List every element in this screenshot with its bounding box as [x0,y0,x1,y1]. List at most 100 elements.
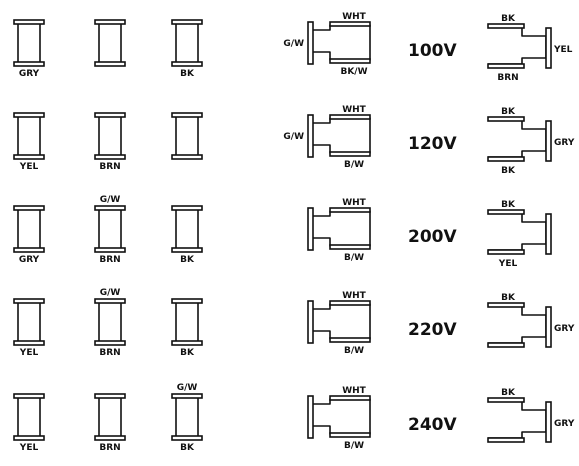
jumper-body [98,396,122,438]
jumper-bottom-bar [94,247,126,253]
tee-top-label: WHT [342,291,366,301]
voltage-label: 120V [408,134,457,154]
jumper-top-bar [171,205,203,211]
tee-side-label: GRY [554,138,575,148]
tee-body [488,212,547,251]
jumper-block: BRN [94,393,126,453]
tee-side-bar [307,21,314,65]
jumper-block: BRN [94,112,126,172]
jumper-bottom-label: BRN [99,162,120,172]
jumper-body [17,301,41,343]
tee-top-bar [329,300,371,306]
tee-top-label: WHT [342,386,366,396]
jumper-bottom-label: YEL [19,348,39,358]
jumper-top-bar [94,298,126,304]
tee-top-bar [487,397,525,403]
jumper-top-bar [94,112,126,118]
tee-bottom-label: B/W [344,346,364,356]
jumper-top-label: G/W [177,383,198,393]
voltage-label: 220V [408,320,457,340]
tee-body [312,303,371,340]
jumper-top-label: G/W [100,195,121,205]
tee-top-label: BK [501,293,516,303]
tee-bottom-label: BRN [497,73,518,83]
tee-bottom-bar [487,249,525,255]
jumper-body [98,208,122,250]
jumper-top-label: G/W [100,288,121,298]
jumper-body [175,208,199,250]
jumper-top-bar [94,393,126,399]
tee-body [488,305,547,344]
tee-body [312,24,371,61]
tee-side-bar [545,120,552,162]
tee-bottom-label: BK [501,166,516,176]
jumper-bottom-label: BRN [99,443,120,453]
jumper-block [94,19,126,67]
jumper-bottom-label: YEL [19,443,39,453]
tee-side-bar [545,306,552,348]
jumper-block: BK [171,298,203,358]
jumper-bottom-label: GRY [19,255,40,265]
tee-top-bar [329,114,371,120]
jumper-bottom-label: BRN [99,348,120,358]
tee-body [312,210,371,247]
jumper-block: YEL [13,393,45,453]
jumper-bottom-bar [94,154,126,160]
jumper-top-bar [13,393,45,399]
voltage-label: 200V [408,227,457,247]
tee-top-bar [329,21,371,27]
tee-bottom-bar [329,432,371,438]
jumper-block: YEL [13,298,45,358]
tee-bottom-label: B/W [344,160,364,170]
tee-body [312,117,371,154]
tee-top-label: BK [501,388,516,398]
jumper-top-bar [13,19,45,25]
jumper-bottom-bar [13,154,45,160]
jumper-bottom-bar [171,340,203,346]
jumper-block: GRY [13,205,45,265]
jumper-block: G/W BK [171,383,203,453]
tee-side-bar [307,114,314,158]
jumper-body [175,301,199,343]
jumper-top-bar [94,19,126,25]
voltage-label: 100V [408,41,457,61]
jumper-bottom-bar [94,340,126,346]
tee-bottom-label: YEL [498,259,518,269]
jumper-body [98,22,122,64]
tee-block-right-side: BK GRY [487,293,575,348]
jumper-bottom-bar [13,247,45,253]
jumper-bottom-bar [13,435,45,441]
jumper-body [17,208,41,250]
jumper-bottom-label: BK [180,443,195,453]
jumper-body [175,22,199,64]
jumper-body [98,301,122,343]
jumper-block [171,112,203,160]
voltage-label: 240V [408,415,457,435]
jumper-block: GRY [13,19,45,79]
tee-top-label: WHT [342,105,366,115]
jumper-bottom-bar [13,340,45,346]
jumper-bottom-label: GRY [19,69,40,79]
tee-top-label: WHT [342,198,366,208]
jumper-bottom-bar [171,435,203,441]
jumper-block: BK [171,205,203,265]
jumper-top-bar [171,19,203,25]
tee-bottom-bar [329,151,371,157]
tee-body [488,119,547,158]
tee-body [488,400,547,439]
jumper-block: YEL [13,112,45,172]
tee-side-label: G/W [283,39,304,49]
tee-side-bar [307,395,314,439]
tee-body [488,26,547,65]
tee-top-bar [487,23,525,29]
tee-top-label: BK [501,200,516,210]
jumper-bottom-bar [94,61,126,67]
jumper-bottom-bar [171,154,203,160]
jumper-bottom-bar [94,435,126,441]
jumper-top-bar [171,298,203,304]
tee-top-bar [329,207,371,213]
tee-side-label: GRY [554,324,575,334]
